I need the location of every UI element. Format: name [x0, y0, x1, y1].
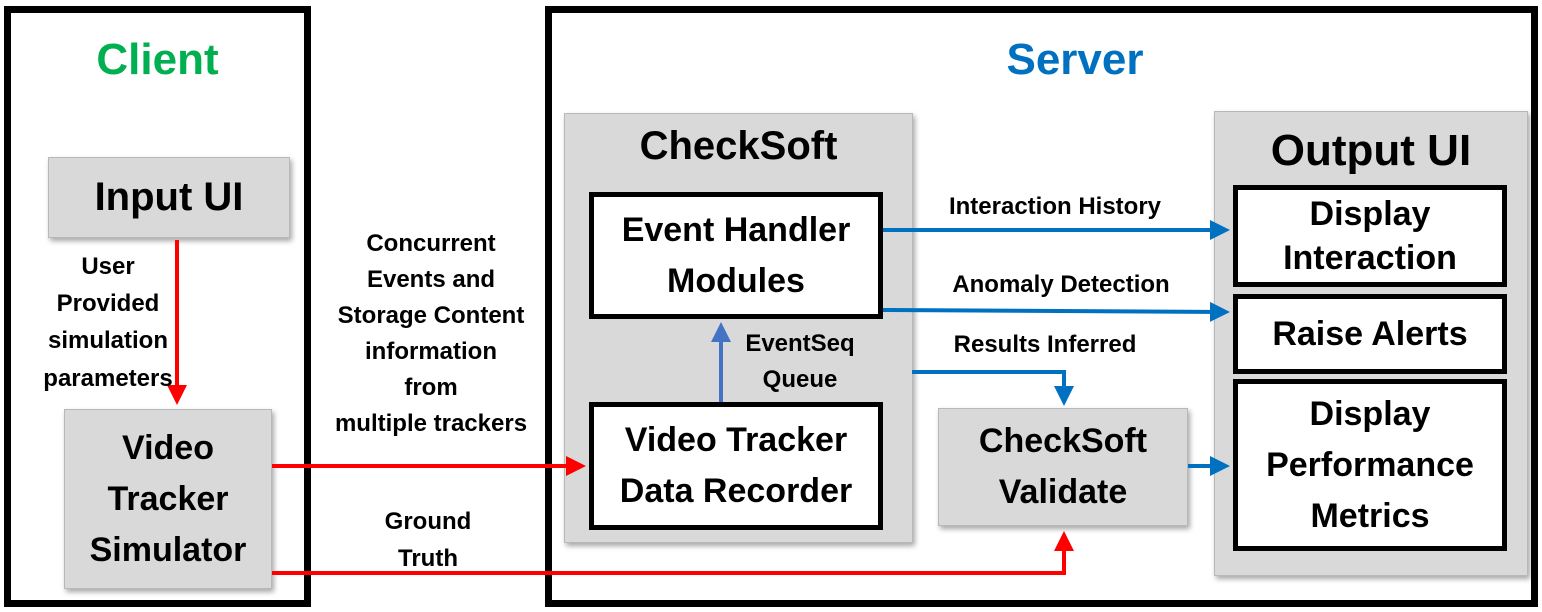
client-title: Client — [96, 35, 219, 84]
output-ui-title: Output UI — [1270, 126, 1472, 175]
client-container — [4, 6, 311, 607]
validate-label: CheckSoft Validate — [978, 422, 1148, 511]
display-interaction-label: Display Interaction — [1283, 194, 1457, 277]
display-interaction-box: Display Interaction — [1233, 185, 1507, 287]
data-recorder-box: Video Tracker Data Recorder — [589, 402, 883, 530]
server-title: Server — [1006, 35, 1144, 84]
label-eventseq: EventSeq Queue — [745, 330, 855, 393]
raise-alerts-label: Raise Alerts — [1272, 314, 1468, 353]
simulator-label: Video Tracker Simulator — [89, 428, 247, 569]
event-handler-label: Event Handler Modules — [621, 210, 851, 300]
display-performance-box: Display Performance Metrics — [1233, 379, 1507, 551]
raise-alerts-box: Raise Alerts — [1233, 294, 1507, 374]
server-container — [545, 6, 1538, 607]
input-ui-label: Input UI — [94, 175, 244, 220]
simulator-box: Video Tracker Simulator — [64, 409, 272, 589]
event-handler-box: Event Handler Modules — [589, 192, 883, 319]
arrow-anomaly-detection — [882, 301, 1230, 322]
label-results-inferred: Results Inferred — [953, 331, 1137, 358]
arrow-ground-truth — [272, 531, 1074, 575]
data-recorder-label: Video Tracker Data Recorder — [619, 421, 853, 510]
label-interaction-history: Interaction History — [948, 193, 1162, 220]
display-performance-label: Display Performance Metrics — [1266, 394, 1474, 535]
input-ui-box: Input UI — [48, 157, 290, 238]
arrow-results-inferred — [912, 370, 1074, 406]
label-concurrent: Concurrent Events and Storage Content in… — [334, 230, 528, 437]
label-anomaly-detection: Anomaly Detection — [952, 271, 1170, 298]
label-user-params: User Provided simulation parameters — [43, 253, 173, 392]
validate-box: CheckSoft Validate — [938, 408, 1188, 526]
label-ground-truth: Ground Truth — [384, 508, 472, 573]
checksoft-title: CheckSoft — [639, 123, 838, 168]
